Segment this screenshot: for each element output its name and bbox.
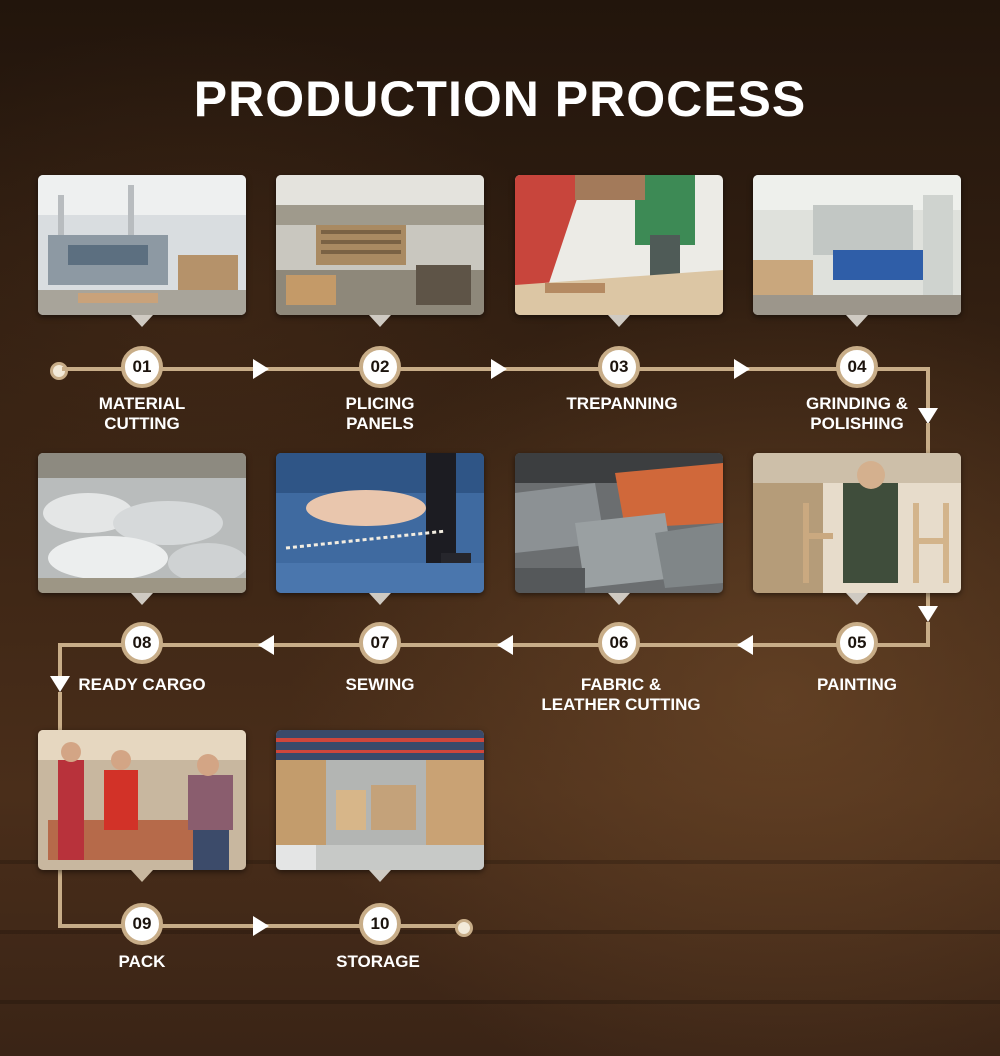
process-line-connector-left xyxy=(58,643,62,678)
trepanning-photo xyxy=(515,175,723,315)
step-number-badge: 07 xyxy=(359,622,401,664)
process-line-connector-right xyxy=(926,367,930,409)
photo-pointer xyxy=(369,870,391,882)
step-label: STORAGE xyxy=(336,952,420,971)
step-label: GRINDING & POLISHING xyxy=(806,394,908,433)
step-label: PACK xyxy=(118,952,166,971)
step-number-badge: 02 xyxy=(359,346,401,388)
background-plank-line xyxy=(0,860,1000,864)
arrow-left-icon xyxy=(497,635,513,655)
step-label: READY CARGO xyxy=(78,675,206,694)
pack-photo xyxy=(38,730,246,870)
step-number-badge: 06 xyxy=(598,622,640,664)
photo-pointer xyxy=(131,593,153,605)
step-number-badge: 10 xyxy=(359,903,401,945)
photo-pointer xyxy=(608,593,630,605)
step-label: PAINTING xyxy=(817,675,897,694)
storage-photo xyxy=(276,730,484,870)
step-number-badge: 04 xyxy=(836,346,878,388)
step-number-badge: 01 xyxy=(121,346,163,388)
step-number-badge: 08 xyxy=(121,622,163,664)
arrow-right-icon xyxy=(734,359,750,379)
arrow-down-icon xyxy=(50,676,70,692)
photo-pointer xyxy=(369,315,391,327)
arrow-down-icon xyxy=(918,606,938,622)
ready-cargo-photo xyxy=(38,453,246,593)
sewing-photo xyxy=(276,453,484,593)
step-number-badge: 03 xyxy=(598,346,640,388)
photo-pointer xyxy=(131,315,153,327)
arrow-right-icon xyxy=(253,916,269,936)
photo-pointer xyxy=(369,593,391,605)
process-line-row-2 xyxy=(58,643,930,647)
arrow-left-icon xyxy=(737,635,753,655)
photo-pointer xyxy=(608,315,630,327)
photo-pointer xyxy=(131,870,153,882)
plicing-panels-photo xyxy=(276,175,484,315)
fabric-leather-cutting-photo xyxy=(515,453,723,593)
step-number-badge: 05 xyxy=(836,622,878,664)
arrow-right-icon xyxy=(491,359,507,379)
photo-pointer xyxy=(846,593,868,605)
step-label: SEWING xyxy=(345,675,415,694)
process-line-connector-right xyxy=(926,622,930,645)
background-plank-line xyxy=(0,930,1000,934)
step-label: TREPANNING xyxy=(566,394,678,413)
start-dot xyxy=(50,362,68,380)
end-dot xyxy=(455,919,473,937)
arrow-down-icon xyxy=(918,408,938,424)
painting-photo xyxy=(753,453,961,593)
page-title: PRODUCTION PROCESS xyxy=(193,71,807,127)
background-plank-line xyxy=(0,1000,1000,1004)
step-label: PLICING PANELS xyxy=(345,394,415,433)
arrow-left-icon xyxy=(258,635,274,655)
arrow-right-icon xyxy=(253,359,269,379)
photo-pointer xyxy=(846,315,868,327)
material-cutting-photo xyxy=(38,175,246,315)
step-label: MATERIAL CUTTING xyxy=(98,394,186,433)
grinding-polishing-photo xyxy=(753,175,961,315)
step-label: FABRIC & LEATHER CUTTING xyxy=(541,675,701,714)
step-number-badge: 09 xyxy=(121,903,163,945)
